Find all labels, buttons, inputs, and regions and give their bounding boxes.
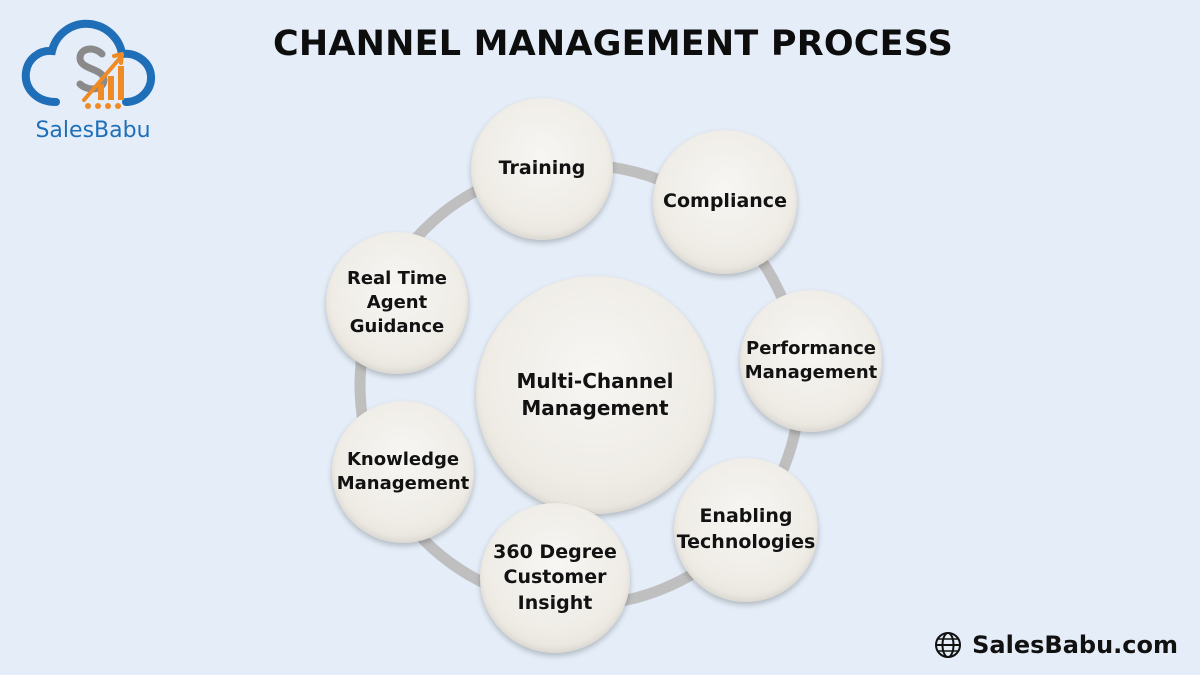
node-label: 360 Degree Customer Insight [493,540,617,614]
node-label: Enabling Technologies [676,505,816,553]
center-node: Multi-Channel Management [476,276,714,514]
node-training: Training [471,98,613,240]
node-label: Performance Management [744,337,878,383]
node-compliance: Compliance [653,130,797,274]
node-label: Compliance [663,190,787,213]
node-label: Real Time Agent Guidance [346,267,448,338]
page-title: CHANNEL MANAGEMENT PROCESS [272,24,954,64]
globe-icon [935,632,962,658]
node-360-degree-customer-insight: 360 Degree Customer Insight [480,503,630,653]
website-footer: SalesBabu.com [934,631,1178,659]
salesbabu-logo [18,14,168,154]
logo-wordmark: SalesBabu [35,118,151,143]
node-enabling-technologies: Enabling Technologies [674,458,818,602]
website-link[interactable]: SalesBabu.com [972,631,1178,659]
node-performance-management: Performance Management [740,290,882,432]
node-knowledge-management: Knowledge Management [332,401,474,543]
node-label: Knowledge Management [336,448,470,494]
center-node-label: Multi-Channel Management [516,369,674,420]
node-real-time-agent-guidance: Real Time Agent Guidance [326,232,468,374]
node-label: Training [498,157,586,180]
